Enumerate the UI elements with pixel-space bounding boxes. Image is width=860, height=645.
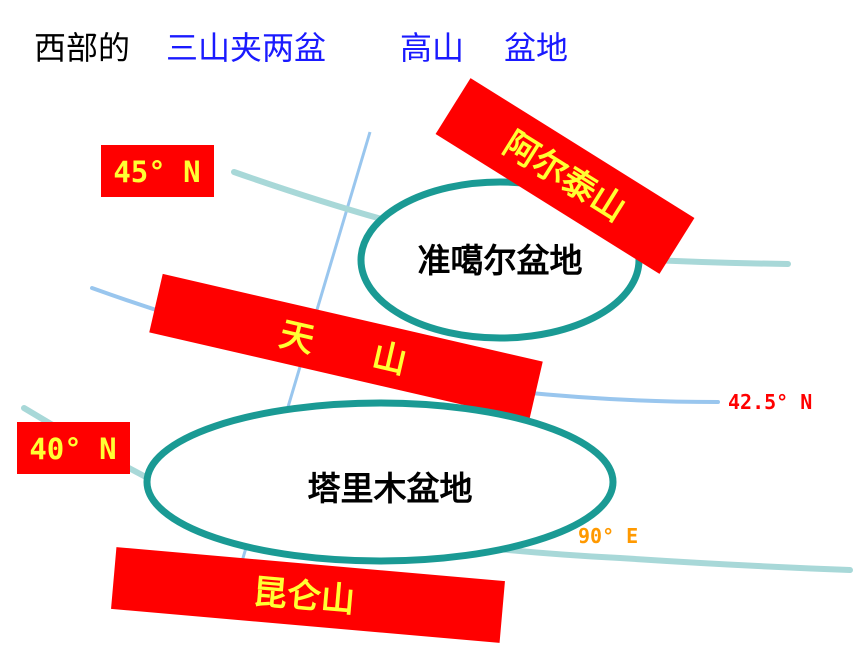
kunlun-mountains-band bbox=[111, 547, 505, 643]
lat-40n-label: 40° N bbox=[29, 432, 116, 466]
altai-mountains: 阿尔泰山 bbox=[435, 78, 695, 274]
tarim-basin bbox=[143, 399, 617, 565]
lat-45n-label: 45° N bbox=[113, 155, 200, 189]
junggar-basin-label: 准噶尔盆地 bbox=[418, 241, 583, 280]
page-title: 西部的三山夹两盆 高山 盆地 bbox=[34, 26, 568, 70]
title-prefix: 西部的 bbox=[34, 29, 131, 67]
lon-90e-label: 90° E bbox=[578, 524, 638, 548]
kunlun-mountains-label: 昆仑山 bbox=[251, 572, 356, 621]
tianshan-mountains-band bbox=[149, 273, 543, 421]
kunlun-mountains: 昆仑山 bbox=[111, 547, 505, 643]
lat-40n-box bbox=[17, 422, 130, 474]
title-keyword-basins: 盆地 bbox=[504, 29, 569, 67]
tarim-basin-label: 塔里木盆地 bbox=[308, 469, 473, 508]
lat-42-5n-label: 42.5° N bbox=[728, 390, 812, 414]
title-keyword-three-mountains: 三山夹两盆 bbox=[166, 29, 327, 67]
altai-mountains-band bbox=[435, 78, 695, 274]
tianshan-mountains: 天 山 bbox=[149, 273, 543, 421]
lat-45n-box bbox=[101, 145, 214, 197]
title-keyword-high-mountains: 高山 bbox=[400, 29, 465, 67]
